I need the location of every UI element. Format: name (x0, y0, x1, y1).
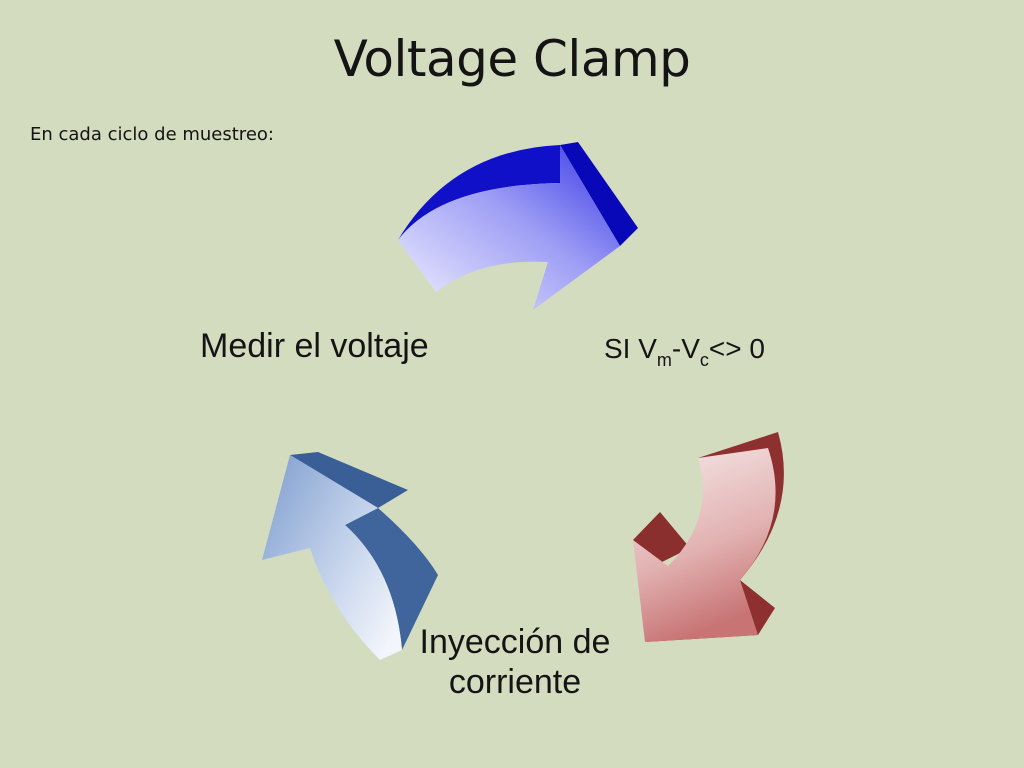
subtitle: En cada ciclo de muestreo: (30, 124, 274, 145)
node-condition: SI Vm-Vc<> 0 (604, 333, 765, 371)
condition-sub-m: m (656, 350, 672, 370)
curved-arrow-left-icon (262, 452, 438, 660)
condition-sub-c: c (699, 350, 709, 370)
curved-arrow-right-icon (633, 432, 784, 642)
condition-suffix: <> 0 (708, 333, 765, 364)
node-current-injection: Inyección de corriente (380, 622, 650, 702)
injection-line-1: Inyección de (419, 623, 611, 661)
injection-line-2: corriente (448, 663, 582, 701)
node-measure-voltage: Medir el voltaje (200, 327, 429, 365)
page-title: Voltage Clamp (333, 30, 691, 88)
curved-arrow-top-icon (398, 142, 638, 310)
condition-middle: -V (671, 333, 700, 364)
condition-prefix: SI V (604, 333, 657, 364)
